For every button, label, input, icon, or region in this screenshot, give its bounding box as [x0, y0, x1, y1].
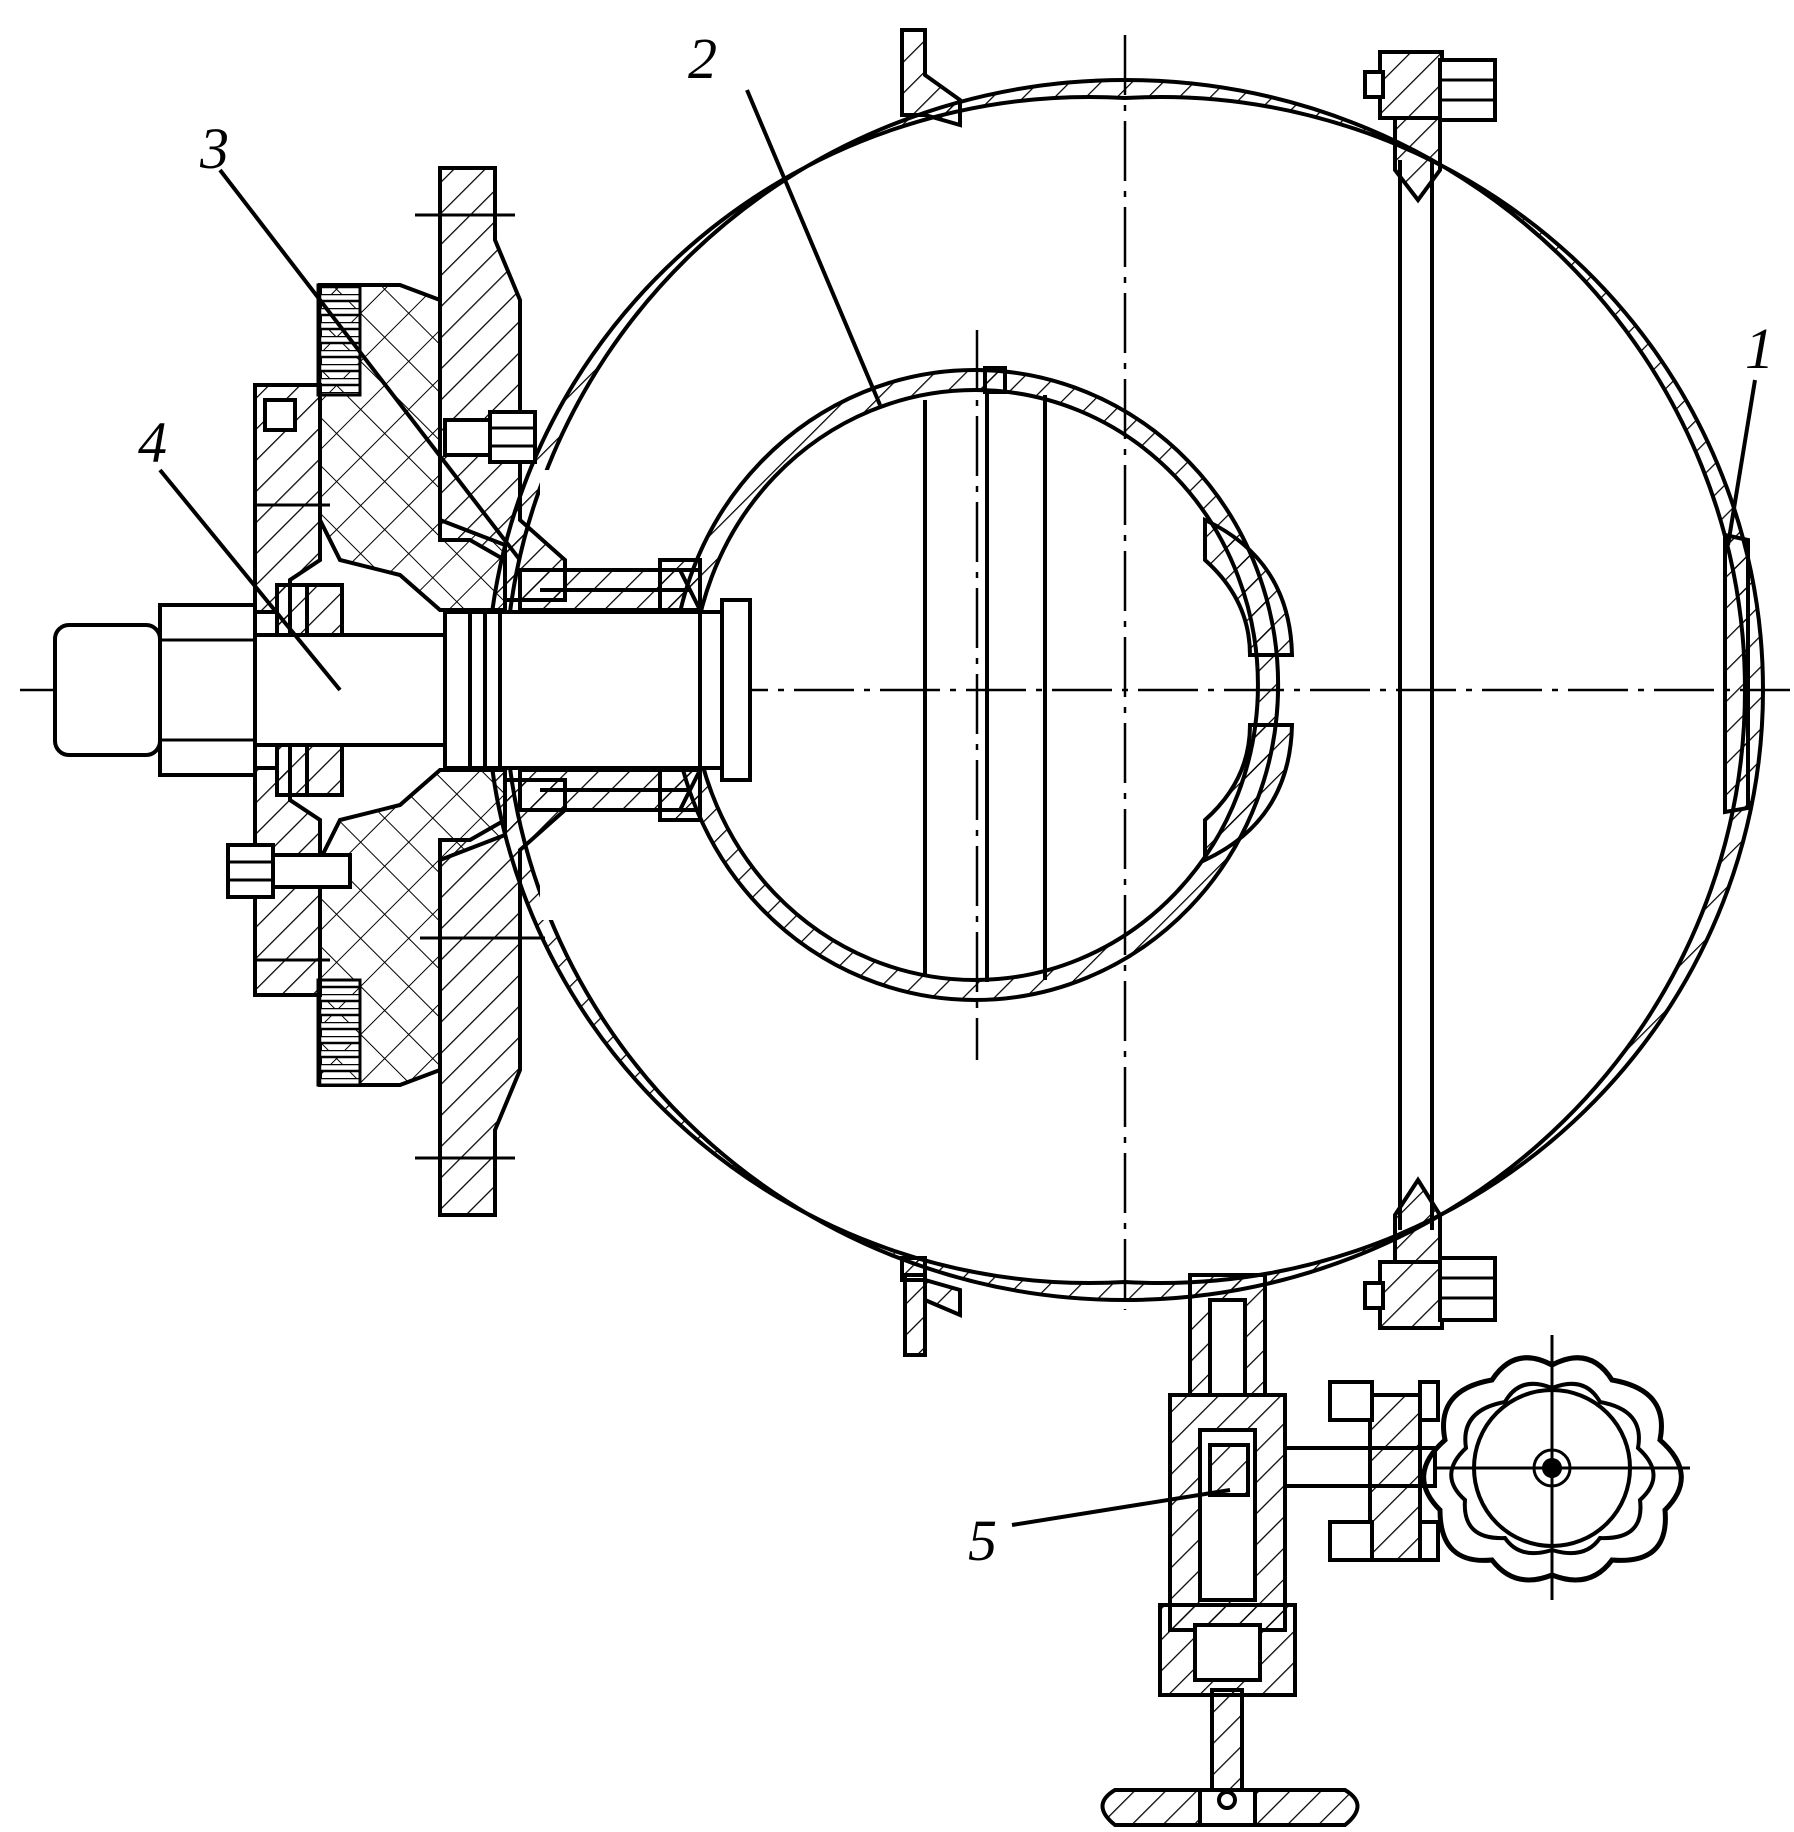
leader-3: [218, 168, 522, 562]
left-flange-housing: [226, 166, 702, 1217]
small-bolt-lower: [226, 843, 352, 899]
flange-bolt-bottom: [1363, 1176, 1497, 1330]
leader-5: [1011, 1488, 1231, 1527]
callout-5: 5: [968, 1508, 997, 1573]
callout-2: 2: [688, 26, 717, 91]
leader-4: [158, 468, 342, 692]
callout-3: 3: [199, 116, 229, 181]
leader-lines: [158, 89, 1757, 1527]
callout-1: 1: [1745, 316, 1774, 381]
callout-4: 4: [138, 410, 167, 475]
handwheel[interactable]: [1421, 1355, 1684, 1583]
drain-valve-assembly: [1100, 1273, 1684, 1827]
callout-labels: 1 2 3 4 5: [138, 26, 1774, 1573]
leader-2: [745, 89, 882, 406]
flange-bolt-top: [1363, 50, 1497, 204]
outer-vessel-shell: [484, 28, 1766, 1357]
small-bolt-upper: [443, 410, 537, 464]
shaft-assembly: [53, 583, 752, 797]
leader-1: [1726, 379, 1757, 546]
